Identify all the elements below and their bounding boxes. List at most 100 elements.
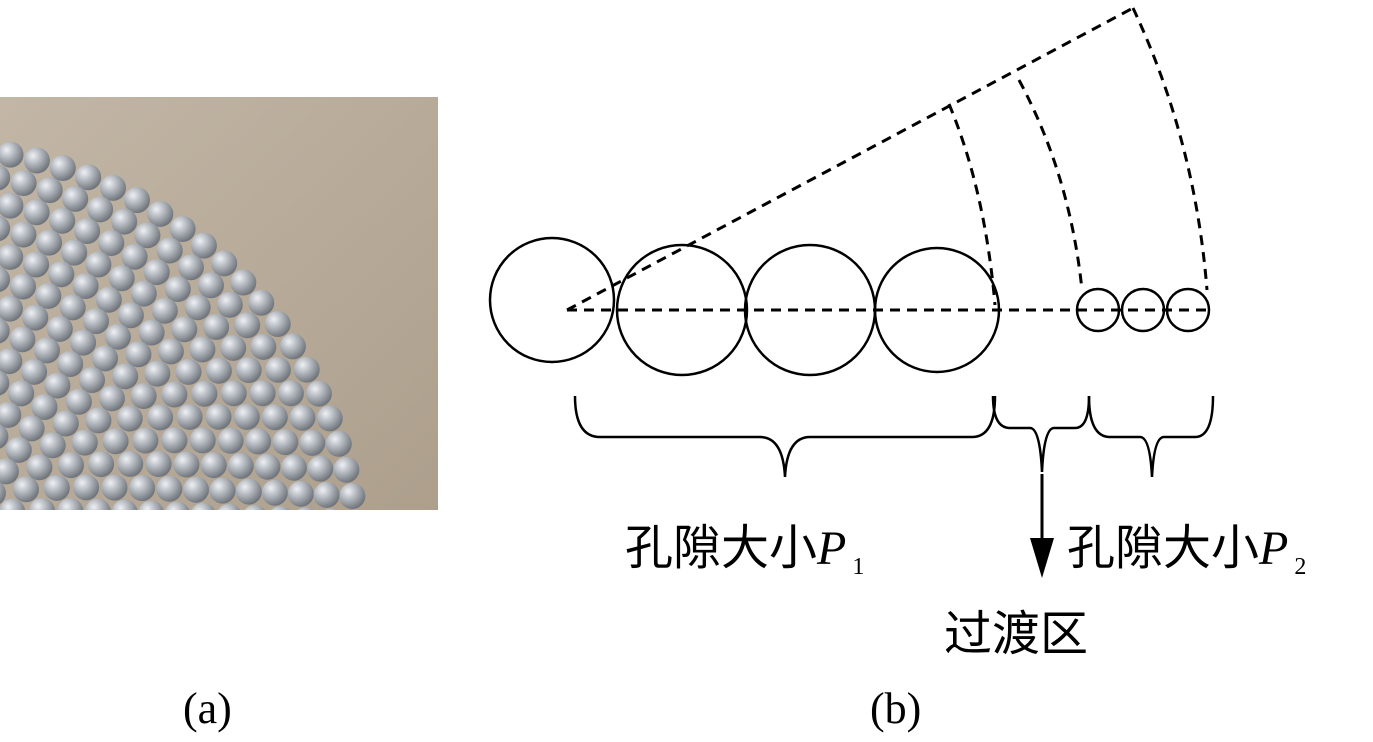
sphere	[134, 222, 161, 249]
sphere	[316, 405, 343, 432]
sphere	[36, 229, 63, 256]
sphere	[217, 503, 241, 510]
sphere	[75, 164, 102, 191]
sphere	[261, 479, 288, 506]
sphere	[79, 367, 105, 393]
brace-p1	[573, 395, 997, 478]
sphere	[173, 451, 200, 478]
sphere	[26, 454, 53, 481]
sphere	[59, 294, 86, 321]
sphere	[305, 380, 332, 407]
sphere	[235, 478, 262, 505]
sphere	[0, 295, 23, 322]
sphere	[280, 454, 307, 481]
sphere	[235, 357, 262, 383]
sphere	[220, 380, 247, 407]
sphere	[161, 381, 188, 408]
sphere	[98, 230, 125, 256]
sphere	[191, 502, 215, 510]
sphere	[116, 405, 143, 432]
sphere	[165, 501, 190, 510]
sphere	[234, 312, 261, 339]
sphere	[84, 498, 111, 510]
brace-transition	[991, 395, 1091, 473]
sphere	[249, 380, 276, 407]
sphere	[85, 251, 112, 278]
sphere	[147, 404, 174, 431]
dashed-ray	[566, 6, 1134, 312]
label-p2-sub: 2	[1294, 554, 1307, 580]
sphere	[279, 333, 306, 360]
sphere	[44, 372, 71, 399]
sphere	[49, 155, 76, 181]
sphere	[92, 345, 118, 372]
sphere	[73, 474, 100, 501]
sphere	[220, 334, 247, 361]
sphere	[272, 429, 299, 456]
sphere	[130, 383, 157, 409]
sphere	[100, 174, 126, 201]
sphere	[23, 251, 50, 278]
sphere	[151, 297, 178, 324]
sphere	[0, 424, 9, 449]
sphere	[156, 475, 183, 502]
sphere	[62, 185, 89, 212]
sphere	[10, 221, 37, 248]
sphere	[183, 476, 209, 503]
label-p1-var: P	[817, 522, 847, 575]
sphere	[0, 401, 22, 428]
sphere	[70, 329, 97, 356]
sphere	[254, 453, 281, 480]
sphere	[88, 451, 115, 478]
sphere	[102, 428, 129, 455]
sphere	[9, 326, 36, 353]
sphere	[299, 429, 326, 456]
sphere	[31, 394, 58, 420]
sphere	[156, 237, 183, 264]
sphere	[57, 498, 84, 510]
sphere	[289, 404, 316, 431]
sphere	[95, 286, 122, 313]
sphere	[293, 356, 320, 383]
sphere	[217, 427, 244, 454]
sphere	[23, 199, 50, 226]
caption-b: (b)	[870, 684, 922, 733]
sphere	[21, 358, 48, 385]
sphere	[287, 480, 314, 507]
sphere	[190, 232, 217, 259]
sphere	[189, 336, 216, 363]
sphere	[132, 427, 159, 454]
sphere	[10, 273, 36, 300]
caption-a: (a)	[183, 684, 232, 733]
sphere	[271, 506, 290, 510]
sphere	[0, 348, 23, 375]
sphere	[175, 358, 202, 385]
sphere	[101, 474, 128, 501]
sphere	[117, 302, 144, 329]
sphere	[74, 218, 101, 244]
sphere	[169, 216, 196, 242]
sphere	[108, 265, 135, 292]
sphere	[125, 341, 152, 368]
large-circle	[488, 236, 616, 364]
sphere	[0, 498, 26, 510]
sphere	[307, 455, 334, 482]
sphere	[339, 483, 366, 509]
sphere	[184, 294, 211, 321]
sphere	[29, 498, 55, 510]
sphere	[205, 357, 232, 384]
sphere	[313, 481, 340, 508]
sphere	[46, 315, 73, 342]
sphere	[250, 333, 277, 360]
sphere	[325, 430, 352, 457]
sphere	[61, 239, 88, 266]
label-p1-sub: 1	[852, 554, 865, 580]
label-p1-text: 孔隙大小	[625, 520, 818, 576]
sphere	[13, 476, 39, 503]
sphere	[98, 385, 125, 412]
sphere	[65, 388, 92, 415]
sphere	[5, 436, 32, 463]
sphere	[216, 291, 243, 318]
dashed-arc	[1017, 79, 1084, 291]
sphere	[191, 380, 218, 407]
